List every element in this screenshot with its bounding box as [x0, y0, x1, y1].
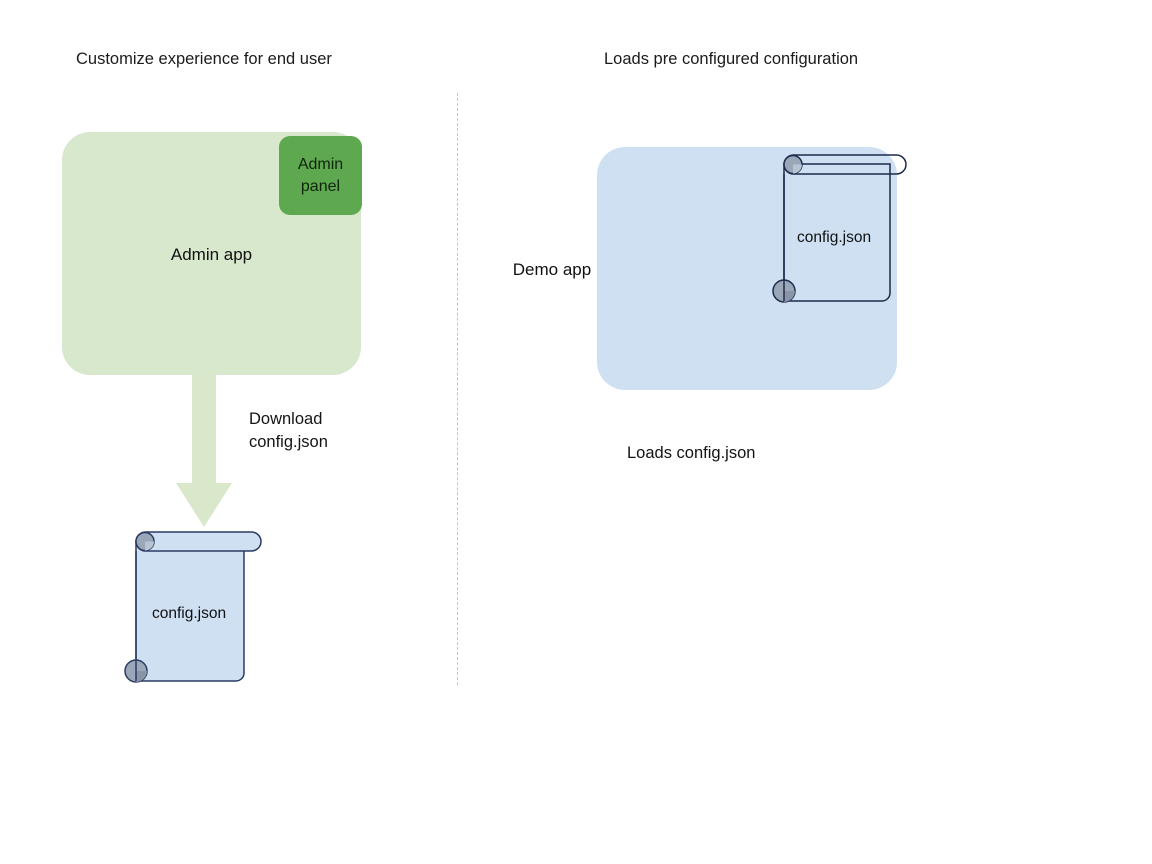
scroll-bottom-curl-shade	[784, 291, 795, 302]
admin-panel-label-line1: Admin	[297, 155, 344, 173]
download-label-line1: Download	[249, 410, 323, 428]
download-arrow-icon	[176, 371, 232, 527]
scroll-body	[783, 163, 891, 302]
left-section-title: Customize experience for end user	[76, 50, 332, 68]
download-label-line2: config.json	[249, 432, 328, 451]
loads-config-caption: Loads config.json	[627, 444, 756, 462]
section-divider	[457, 93, 459, 685]
scroll-body	[135, 540, 245, 682]
admin-panel-label: Admin panel	[298, 154, 343, 198]
config-json-document-left[interactable]	[118, 527, 268, 692]
config-json-label-right: config.json	[797, 229, 872, 246]
scroll-top-curl-highlight	[793, 164, 802, 174]
admin-panel-label-line2: panel	[300, 177, 341, 195]
admin-panel-chip[interactable]: Admin panel	[279, 136, 362, 215]
download-arrow-shape	[176, 371, 232, 527]
scroll-bottom-curl-shade	[136, 671, 147, 682]
scroll-top-curl-highlight	[145, 541, 154, 551]
admin-app-label: Admin app	[170, 245, 253, 264]
download-arrow-label: Download config.json	[249, 408, 328, 453]
demo-app-box: Demo app	[513, 147, 897, 390]
config-json-document-right[interactable]	[766, 150, 916, 312]
demo-app-label: Demo app	[512, 260, 592, 279]
right-section-title: Loads pre configured configuration	[604, 50, 859, 68]
config-json-label-left: config.json	[152, 605, 227, 622]
